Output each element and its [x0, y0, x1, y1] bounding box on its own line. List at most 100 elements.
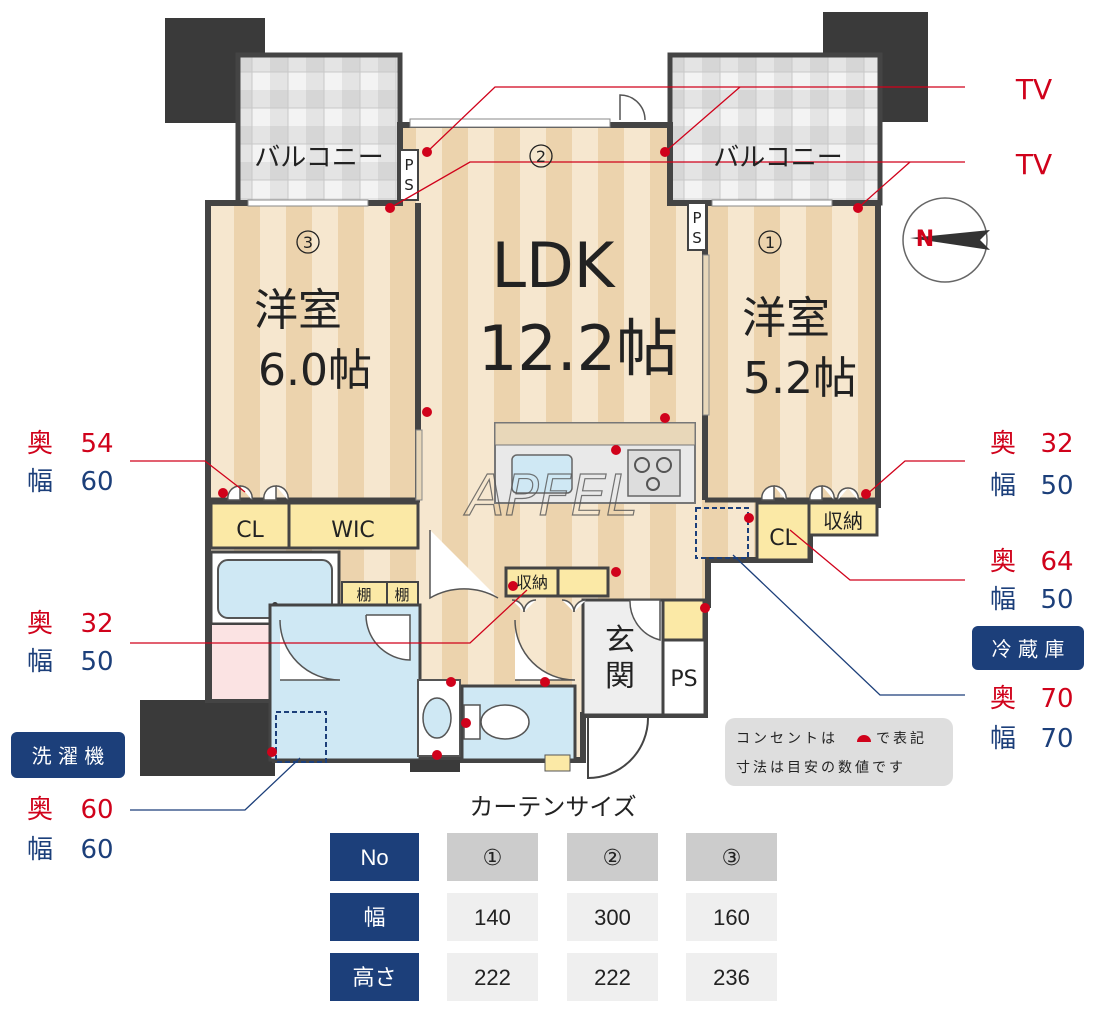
room1-name: 洋室: [742, 293, 830, 344]
svg-text:奥: 奥: [990, 684, 1016, 714]
curtain-row-label: [330, 953, 419, 1001]
shelf-2-label: 棚: [394, 586, 409, 604]
shoe-storage: [660, 598, 706, 642]
folding-doors: [227, 485, 859, 613]
kitchen-counter-top: [494, 422, 696, 446]
curtain-header-3: [686, 833, 777, 881]
sink: [511, 454, 573, 494]
curtain-header-2: [567, 833, 658, 881]
ps-entrance-label: PS: [670, 667, 697, 692]
toilet-sink: [544, 754, 571, 772]
burner: [656, 457, 672, 473]
svg-text:S: S: [692, 229, 702, 247]
window: [711, 199, 833, 207]
washer-space: [275, 711, 327, 763]
svg-text:幅: 幅: [27, 467, 53, 497]
ldk-name: LDK: [492, 229, 616, 302]
cl-left-label: CL: [236, 518, 264, 543]
curtain-cell-text: 300: [594, 905, 631, 930]
svg-text:幅: 幅: [990, 471, 1016, 501]
svg-text:幅: 幅: [27, 647, 53, 677]
curtain-header-3-text: ③: [722, 845, 742, 870]
dimension-right-lower: 奥 70 幅 70: [990, 684, 1074, 754]
washer-badge-label: 洗 濯 機: [32, 744, 105, 768]
curtain-title: カーテンサイズ: [469, 793, 636, 821]
basin-bowl: [422, 697, 452, 739]
curtain-cell-text: 160: [713, 905, 750, 930]
toilet-bowl: [480, 704, 530, 740]
svg-text:60: 60: [80, 795, 113, 825]
entrance-label-1: 玄: [605, 623, 635, 658]
fridge-badge: [972, 626, 1084, 670]
legend-box: [725, 718, 953, 786]
pillar: [410, 760, 460, 772]
svg-text:54: 54: [80, 429, 113, 459]
sliding-door: [702, 254, 710, 416]
dimension-left-upper: 奥 54 幅 60: [27, 429, 114, 497]
ps-box-right: [687, 202, 707, 251]
dimension-right-upper: 奥 32 幅 50: [990, 429, 1074, 501]
dark-block-bottom-left: [140, 700, 275, 776]
curtain-header-1: [447, 833, 538, 881]
curtain-cell: [686, 893, 777, 941]
legend-line2: 寸法は目安の数値です: [736, 760, 906, 776]
outlet-markers: [218, 147, 871, 760]
curtain-cell: [567, 953, 658, 1001]
curtain-header-2-text: ②: [603, 845, 623, 870]
closet-right: [755, 501, 811, 562]
svg-text:2: 2: [536, 147, 546, 166]
ldk-size: 12.2帖: [478, 312, 678, 385]
curtain-header-no: [330, 833, 419, 881]
curtain-cell: [447, 953, 538, 1001]
svg-text:60: 60: [80, 835, 113, 865]
legend-line1-pre: コンセントは: [736, 731, 838, 747]
door-swing: [279, 619, 341, 681]
balcony-left-label: バルコニー: [254, 143, 383, 173]
closet-left: [209, 501, 291, 550]
storage-small-box: [556, 566, 610, 598]
window: [409, 118, 611, 128]
svg-text:50: 50: [1040, 471, 1073, 501]
curtain-cell: [686, 953, 777, 1001]
curtain-marker-1: 1: [758, 230, 782, 254]
door-swing: [365, 614, 411, 661]
ps-entrance-box: [661, 638, 707, 717]
curtain-header-no-text: No: [360, 845, 388, 870]
curtain-row-label-text: 幅: [363, 905, 385, 930]
sliding-door: [415, 429, 423, 501]
window: [247, 199, 369, 207]
burner: [646, 477, 660, 491]
washer-badge: [11, 732, 125, 778]
outlet-icon: [857, 735, 871, 742]
svg-text:70: 70: [1040, 684, 1073, 714]
svg-text:奥: 奥: [990, 429, 1016, 459]
storage-right-box: [807, 501, 879, 537]
balcony-left: [235, 52, 403, 206]
curtain-cell: [447, 893, 538, 941]
ps-left-label-s: S: [404, 176, 414, 194]
cl-right-label: CL: [769, 526, 797, 551]
burner: [634, 457, 650, 473]
entrance-label-2: 関: [605, 659, 635, 694]
door-swing: [514, 619, 576, 681]
balcony-right: [667, 52, 883, 206]
svg-text:32: 32: [80, 609, 113, 639]
curtain-header-1-text: ①: [483, 845, 503, 870]
svg-text:50: 50: [1040, 585, 1073, 615]
curtain-cell-text: 140: [474, 905, 511, 930]
curtain-row-label-text: 高さ: [352, 965, 396, 990]
storage-center-label: 収納: [516, 573, 548, 592]
svg-text:幅: 幅: [990, 585, 1016, 615]
svg-text:3: 3: [303, 233, 313, 252]
svg-text:64: 64: [1040, 547, 1073, 577]
svg-text:32: 32: [1040, 429, 1073, 459]
door-swing: [429, 530, 499, 600]
svg-text:奥: 奥: [27, 429, 53, 459]
room3-size: 6.0帖: [258, 345, 372, 396]
room3-name: 洋室: [254, 285, 342, 336]
curtain-marker-3: 3: [296, 230, 320, 254]
door-swing-entrance: [587, 717, 649, 780]
tv-label-top: TV: [1015, 73, 1052, 106]
leader-lines-blue: [130, 554, 965, 811]
curtain-cell-text: 222: [594, 965, 631, 990]
